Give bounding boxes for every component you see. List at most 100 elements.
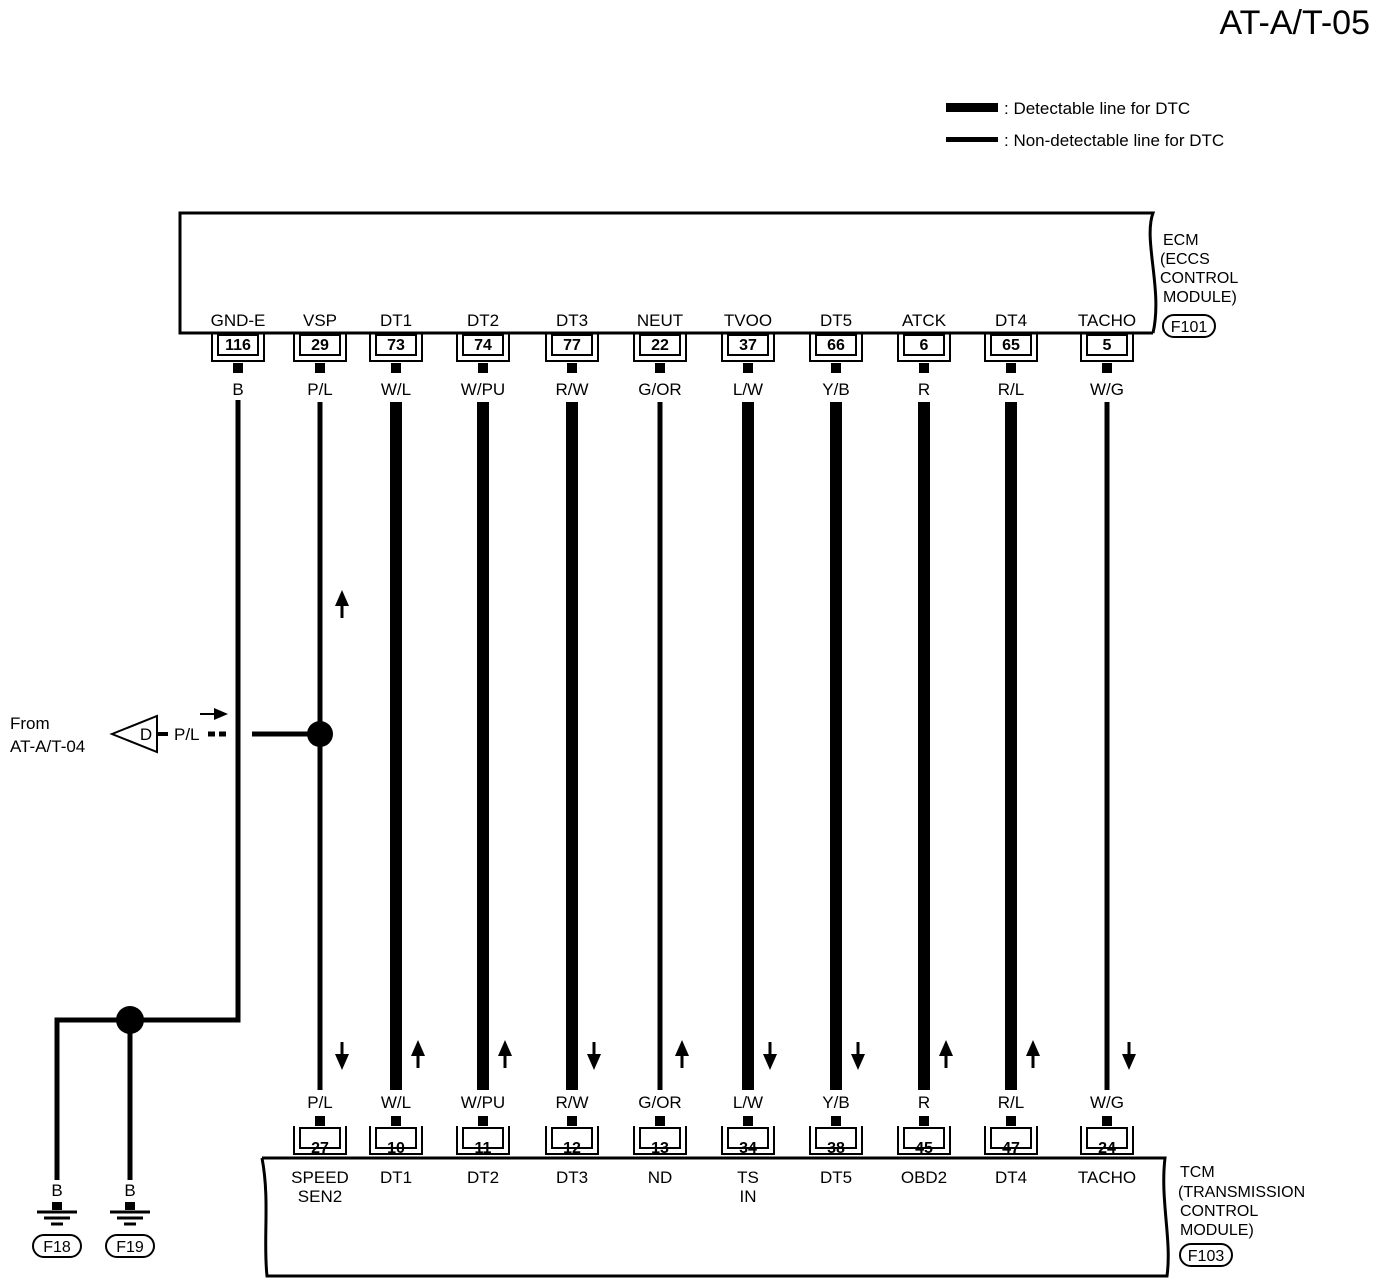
- tcm-pin-stub: [391, 1116, 401, 1126]
- wires: [317, 402, 1136, 1090]
- ecm-pin-stub: [655, 363, 665, 373]
- ecm-pin-stub: [233, 363, 243, 373]
- tcm-pin-box: [903, 1127, 945, 1149]
- ecm-pin-box: [217, 334, 259, 356]
- ecm-terminal-label: DT4: [995, 311, 1027, 330]
- ecm-pin-bracket: [721, 333, 775, 362]
- ecm-box-outline: [178, 211, 1158, 335]
- tcm-terminal-label: DT3: [556, 1168, 588, 1187]
- ecm-pin-stub: [391, 363, 401, 373]
- tcm-wire-color: P/L: [307, 1093, 333, 1112]
- tcm-pin-number: 11: [475, 1140, 492, 1157]
- tcm-pin-stub: [315, 1116, 325, 1126]
- ecm-pin-box: [815, 334, 857, 356]
- tcm-terminal-label: TS: [737, 1168, 759, 1187]
- ecm-name-line: ECM: [1163, 232, 1199, 249]
- from-wire-color: P/L: [174, 725, 200, 744]
- tcm-wire-color: W/PU: [461, 1093, 505, 1112]
- ecm-pin-bracket: [897, 333, 951, 362]
- tcm-pin-number: 13: [651, 1140, 669, 1157]
- tcm-wire-color: Y/B: [822, 1093, 849, 1112]
- ground-stub: [52, 1202, 62, 1210]
- tcm-pin-number: 24: [1098, 1140, 1116, 1157]
- ecm-pin-stub: [1102, 363, 1112, 373]
- ecm-wire-color: Y/B: [822, 380, 849, 399]
- arrow-down-icon: [587, 1054, 601, 1070]
- ecm-terminal-label: DT5: [820, 311, 852, 330]
- ecm-connector-badge: [1162, 314, 1216, 338]
- ecm-pin-bracket: [545, 333, 599, 362]
- ground-splice-point: [116, 1006, 144, 1034]
- ecm-terminal-label: VSP: [303, 311, 337, 330]
- tcm-name-line: CONTROL: [1180, 1203, 1258, 1220]
- tcm-wire-color: R/W: [555, 1093, 588, 1112]
- tcm-wire-color: G/OR: [638, 1093, 681, 1112]
- ecm-wire-color: R/L: [998, 380, 1024, 399]
- ecm-terminal-label: TACHO: [1078, 311, 1136, 330]
- tcm-pin-box: [990, 1127, 1032, 1149]
- ground-wire-color: B: [51, 1181, 62, 1200]
- arrow-up-icon: [498, 1040, 512, 1056]
- tcm-name-line: (TRANSMISSION: [1178, 1184, 1305, 1201]
- tcm-terminal-label: IN: [740, 1187, 757, 1206]
- tcm-pin-box: [375, 1127, 417, 1149]
- ecm-pin-number: 73: [387, 337, 405, 354]
- arrow-down-icon: [851, 1054, 865, 1070]
- tcm-pin-bracket: [545, 1126, 599, 1155]
- tcm-pin-bracket: [984, 1126, 1038, 1155]
- tcm-pin-stub: [478, 1116, 488, 1126]
- ecm-terminal-label: DT3: [556, 311, 588, 330]
- ecm-pin-number: 65: [1002, 337, 1020, 354]
- ecm-pin-box: [903, 334, 945, 356]
- tcm-pin-number: 34: [739, 1140, 757, 1157]
- ecm-terminal-label: ATCK: [902, 311, 947, 330]
- tcm-pin-bracket: [809, 1126, 863, 1155]
- tcm-pin-bracket: [897, 1126, 951, 1155]
- ecm-pin-bracket: [369, 333, 423, 362]
- tcm-pin-number: 12: [563, 1140, 581, 1157]
- ecm-pin-number: 66: [827, 337, 845, 354]
- tcm-pin-stub: [919, 1116, 929, 1126]
- ecm-pin-number: 77: [563, 337, 581, 354]
- ground-circuit: [54, 400, 241, 1180]
- ecm-pin-box: [299, 334, 341, 356]
- ecm-pin-box: [727, 334, 769, 356]
- ground-connector-badge: [32, 1234, 82, 1258]
- ecm-pin-bracket: [1080, 333, 1134, 362]
- arrow-up-icon: [335, 590, 349, 606]
- tcm-pin-stub: [743, 1116, 753, 1126]
- ground-wire-color: B: [124, 1181, 135, 1200]
- tcm-terminal-label: DT4: [995, 1168, 1027, 1187]
- tcm-pin-box: [1086, 1127, 1128, 1149]
- tcm-wire-color: W/L: [381, 1093, 411, 1112]
- ground-stub: [125, 1202, 135, 1210]
- arrow-up-icon: [1026, 1040, 1040, 1056]
- ecm-pin-box: [375, 334, 417, 356]
- ecm-terminal-label: GND-E: [211, 311, 266, 330]
- tcm-pin-box: [639, 1127, 681, 1149]
- tcm-pin-box: [815, 1127, 857, 1149]
- tcm-terminal-label: OBD2: [901, 1168, 947, 1187]
- tcm-pin-bracket: [633, 1126, 687, 1155]
- tcm-connector-badge: [1179, 1243, 1233, 1267]
- ecm-wire-color: G/OR: [638, 380, 681, 399]
- splice-point: [307, 721, 333, 747]
- ecm-connector-id: F101: [1171, 319, 1208, 336]
- ecm-pin-box: [462, 334, 504, 356]
- tcm-terminal-label: DT5: [820, 1168, 852, 1187]
- ground-connector-id: F19: [116, 1239, 144, 1256]
- ecm-wire-color: L/W: [733, 380, 763, 399]
- ground-connector-id: F18: [43, 1239, 71, 1256]
- tcm-terminal-label: SPEED: [291, 1168, 349, 1187]
- tcm-terminals: P/L27SPEEDSEN2W/L10DT1W/PU11DT2R/W12DT3G…: [291, 1093, 1136, 1206]
- ecm-pin-number: 116: [225, 337, 251, 354]
- ecm-pin-box: [639, 334, 681, 356]
- ecm-pin-bracket: [984, 333, 1038, 362]
- tcm-pin-stub: [831, 1116, 841, 1126]
- tcm-pin-bracket: [721, 1126, 775, 1155]
- tcm-pin-box: [299, 1127, 341, 1149]
- tcm-pin-stub: [655, 1116, 665, 1126]
- ecm-module: ECM (ECCS CONTROL MODULE) F101: [178, 211, 1238, 338]
- ecm-pin-stub: [478, 363, 488, 373]
